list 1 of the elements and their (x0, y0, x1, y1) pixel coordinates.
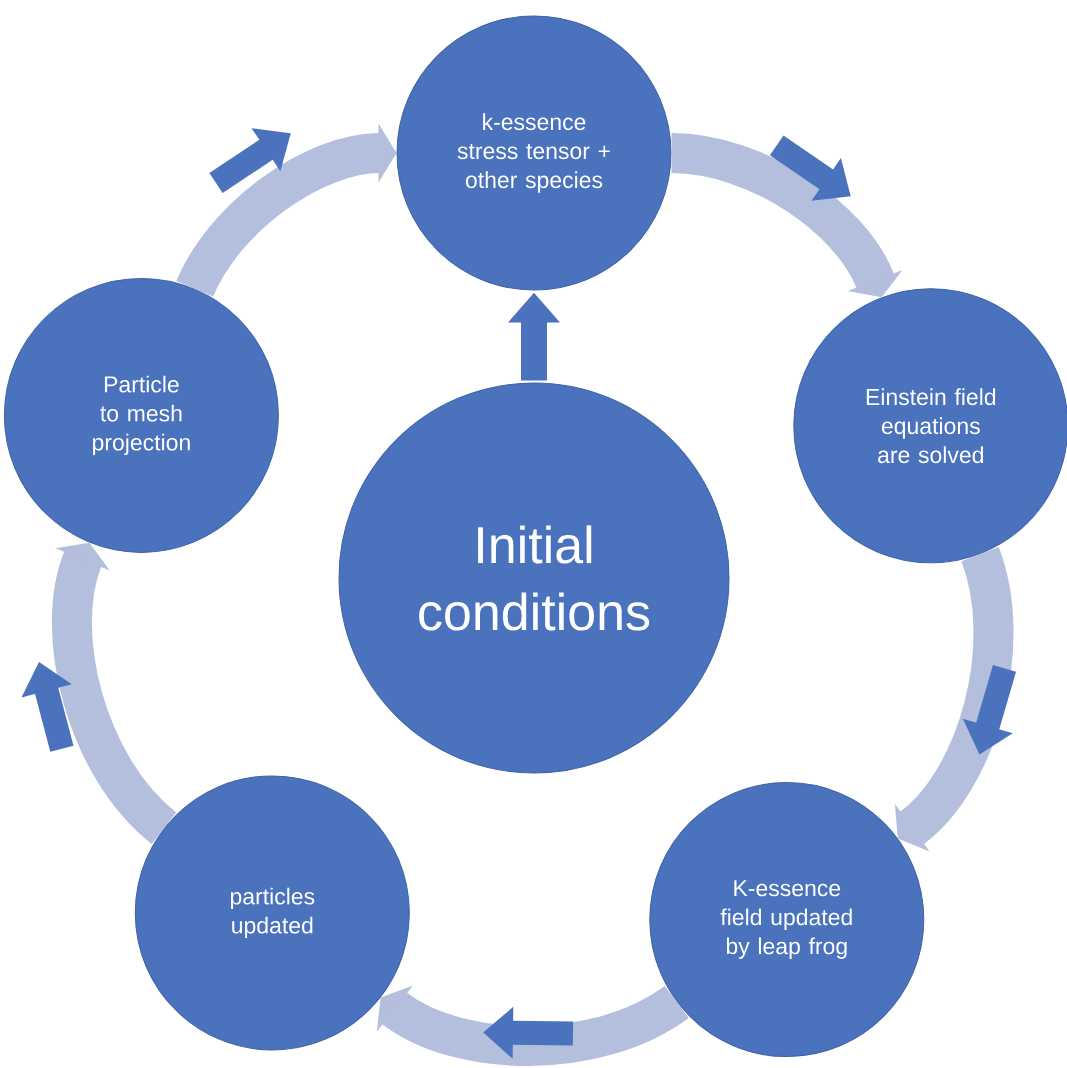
cycle-arrow (376, 985, 688, 1066)
